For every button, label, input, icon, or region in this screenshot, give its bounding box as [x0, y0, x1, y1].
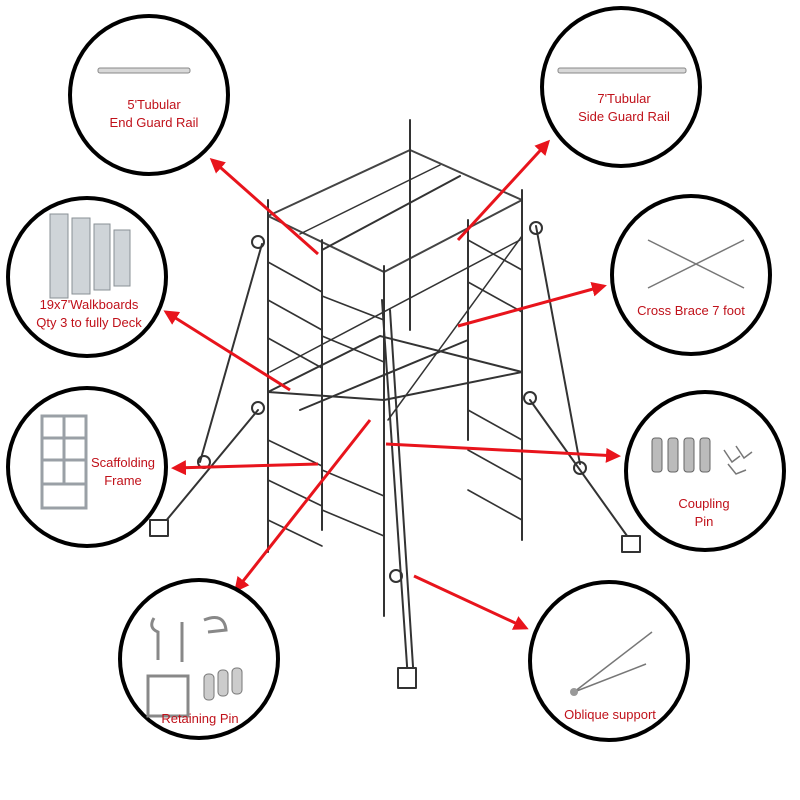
walkboards-label: 19x7'Walkboards Qty 3 to fully Deck — [36, 297, 142, 330]
coupling-pin-label: Coupling Pin — [678, 496, 730, 529]
arrow-end-rail — [209, 158, 319, 256]
walkboards-callout — [6, 196, 168, 358]
scaffolding-frame-callout — [6, 386, 168, 548]
retaining-pin-label: Retaining Pin — [161, 711, 239, 726]
oblique-support-label: Oblique support — [564, 707, 656, 722]
side-guard-rail-label: 7'Tubular Side Guard Rail — [578, 91, 670, 124]
arrow-walkboards — [163, 310, 291, 392]
tubular-rail-image — [97, 67, 191, 74]
coupling-pins-image — [651, 437, 753, 475]
arrow-oblique — [413, 574, 529, 630]
end-guard-rail-callout — [68, 14, 230, 176]
oblique-support-callout — [528, 580, 690, 742]
oblique-support-image — [570, 631, 653, 696]
arrow-coupling — [385, 442, 621, 463]
side-guard-rail-callout — [540, 6, 702, 168]
end-guard-rail-label: 5'Tubular End Guard Rail — [109, 97, 199, 130]
arrow-cross-brace — [457, 281, 607, 328]
cross-brace-label: Cross Brace 7 foot — [637, 303, 745, 318]
tubular-rail-image — [557, 67, 687, 74]
cross-brace-callout — [610, 194, 772, 356]
arrow-side-rail — [456, 139, 551, 242]
arrow-frame — [171, 460, 319, 476]
retaining-pin-callout — [118, 578, 280, 740]
cross-brace-image — [647, 239, 745, 289]
walkboards-image — [49, 213, 131, 299]
scaffolding-frame-label: Scaffolding Frame — [90, 455, 156, 488]
frame-image — [40, 414, 88, 510]
arrow-retaining — [234, 419, 372, 593]
retaining-pins-image — [146, 616, 243, 718]
coupling-pin-callout — [624, 390, 786, 552]
